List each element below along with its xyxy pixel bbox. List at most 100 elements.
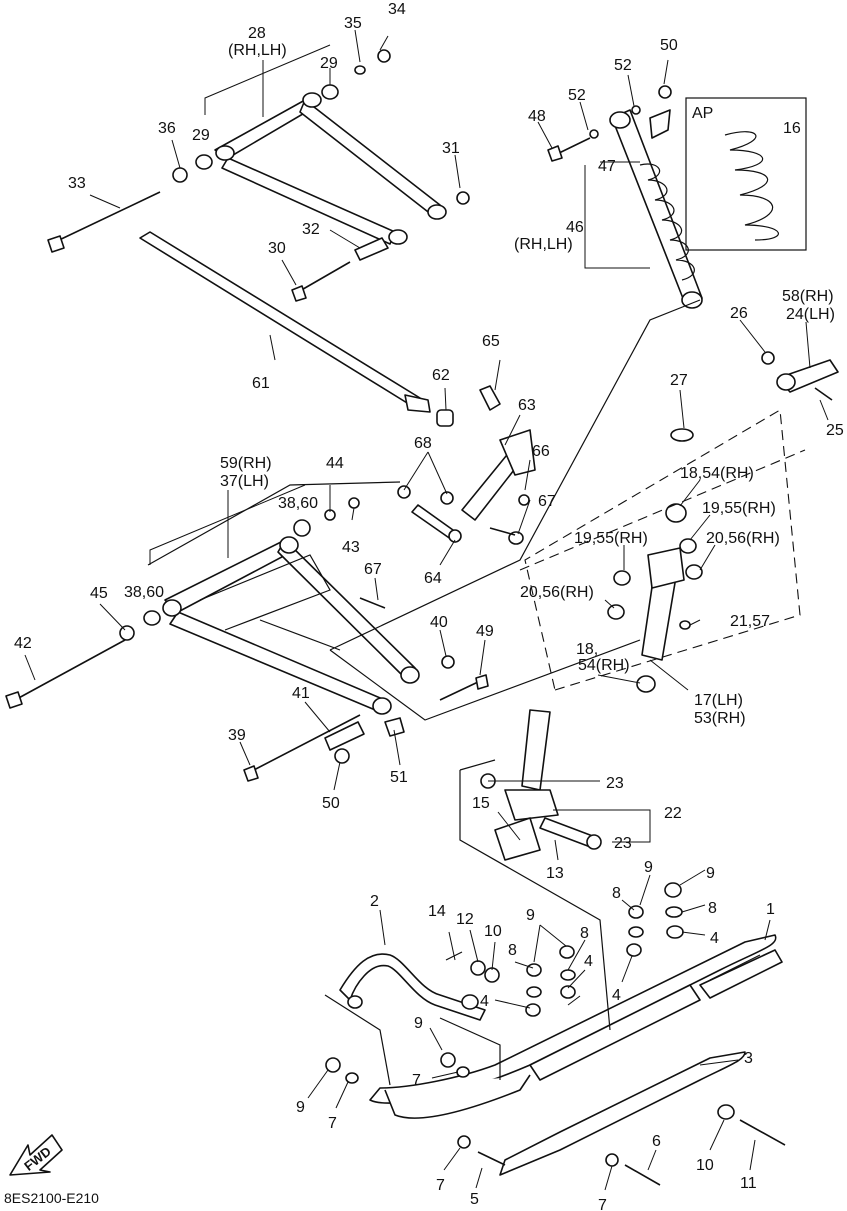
- callout-25: 25: [826, 422, 844, 439]
- callout-51: 51: [390, 769, 408, 786]
- callout-33: 33: [68, 175, 86, 192]
- callout-50: 50: [322, 795, 340, 812]
- figure-code: 8ES2100-E210: [4, 1190, 99, 1206]
- callout-2: 2: [370, 893, 379, 910]
- callout-46-side: (RH,LH): [514, 236, 573, 253]
- callout-8: 8: [580, 925, 589, 942]
- callout-19-55: 19,55(RH): [574, 530, 648, 547]
- callout-39: 39: [228, 727, 246, 744]
- callout-40: 40: [430, 614, 448, 631]
- callout-8: 8: [612, 885, 621, 902]
- callout-29: 29: [320, 55, 338, 72]
- callout-68: 68: [414, 435, 432, 452]
- callout-14: 14: [428, 903, 446, 920]
- callout-43: 43: [342, 539, 360, 556]
- callout-22: 22: [664, 805, 682, 822]
- callout-19-55: 19,55(RH): [702, 500, 776, 517]
- callout-9: 9: [706, 865, 715, 882]
- lower-a-arm: [162, 536, 420, 715]
- callout-24: 24(LH): [786, 306, 835, 323]
- callout-12: 12: [456, 911, 474, 928]
- detail-ap-label: AP: [692, 105, 713, 122]
- knuckle-bracket: [761, 351, 839, 401]
- callout-65: 65: [482, 333, 500, 350]
- callout-42: 42: [14, 635, 32, 652]
- callout-5: 5: [470, 1191, 479, 1208]
- callout-27: 27: [670, 372, 688, 389]
- callout-44: 44: [326, 455, 344, 472]
- detail-box-ap: [685, 97, 807, 251]
- stabilizer-link: [397, 429, 536, 545]
- a-arm-hardware: [47, 49, 470, 302]
- fwd-arrow: FWD: [9, 1134, 63, 1176]
- callout-54: 54(RH): [578, 657, 630, 674]
- callout-1: 1: [766, 901, 775, 918]
- callout-32: 32: [302, 221, 320, 238]
- callout-9: 9: [296, 1099, 305, 1116]
- callout-4: 4: [480, 993, 489, 1010]
- callout-18: 18,: [576, 641, 598, 658]
- callout-15: 15: [472, 795, 490, 812]
- callout-7: 7: [598, 1197, 607, 1211]
- callout-48: 48: [528, 108, 546, 125]
- callout-47: 47: [598, 158, 616, 175]
- callout-37: 37(LH): [220, 473, 269, 490]
- callout-labels: 2 8 (RH,LH) 35 34 29 29 3 6 31 33 32 30 61…: [4, 1, 844, 1211]
- callout-28-side: (RH,LH): [228, 42, 287, 59]
- callout-18-54: 18,54(RH): [680, 465, 754, 482]
- callout-29: 29: [192, 127, 210, 144]
- callout-4: 4: [612, 987, 621, 1004]
- callout-20-56: 20,56(RH): [706, 530, 780, 547]
- callout-67: 67: [364, 561, 382, 578]
- leader-lines: [24, 29, 829, 1191]
- callout-31: 31: [442, 140, 460, 157]
- callout-7: 7: [436, 1177, 445, 1194]
- callout-38-60: 38,60: [278, 495, 318, 512]
- callout-53: 53(RH): [694, 710, 746, 727]
- callout-4: 4: [584, 953, 593, 970]
- callout-11: 11: [740, 1175, 757, 1192]
- callout-9: 9: [644, 859, 653, 876]
- ski: [325, 882, 786, 1186]
- callout-23: 23: [606, 775, 624, 792]
- callout-8: 8: [508, 942, 517, 959]
- callout-10: 10: [696, 1157, 714, 1174]
- callout-4: 4: [710, 930, 719, 947]
- callout-38-60: 38,60: [124, 584, 164, 601]
- callout-61: 61: [252, 375, 270, 392]
- callout-67: 67: [538, 493, 556, 510]
- callout-41: 41: [292, 685, 310, 702]
- callout-6: 6: [652, 1133, 661, 1150]
- callout-63: 63: [518, 397, 536, 414]
- callout-20-56: 20,56(RH): [520, 584, 594, 601]
- callout-3: 3: [744, 1050, 753, 1067]
- tie-rod: [139, 231, 501, 427]
- callout-45: 45: [90, 585, 108, 602]
- callout-59: 59(RH): [220, 455, 272, 472]
- callout-52: 52: [568, 87, 586, 104]
- callout-46: 46: [566, 219, 584, 236]
- callout-66: 66: [532, 443, 550, 460]
- spindle-assembly: [607, 428, 703, 693]
- callout-10: 10: [484, 923, 502, 940]
- callout-7: 7: [328, 1115, 337, 1132]
- callout-58: 58(RH): [782, 288, 834, 305]
- ski-column: [480, 709, 602, 861]
- callout-30: 30: [268, 240, 286, 257]
- callout-52: 52: [614, 57, 632, 74]
- callout-35: 35: [344, 15, 362, 32]
- callout-13: 13: [546, 865, 564, 882]
- assembly-outlines: [147, 299, 806, 1086]
- callout-34: 34: [388, 1, 406, 18]
- callout-49: 49: [476, 623, 494, 640]
- callout-9: 9: [526, 907, 535, 924]
- callout-7: 7: [412, 1072, 421, 1089]
- callout-16: 16: [783, 120, 801, 137]
- callout-50: 50: [660, 37, 678, 54]
- callout-9: 9: [414, 1015, 423, 1032]
- callout-17: 17(LH): [694, 692, 743, 709]
- callout-8: 8: [708, 900, 717, 917]
- callout-21-57: 21,57: [730, 613, 770, 630]
- shock-absorber: [547, 85, 703, 309]
